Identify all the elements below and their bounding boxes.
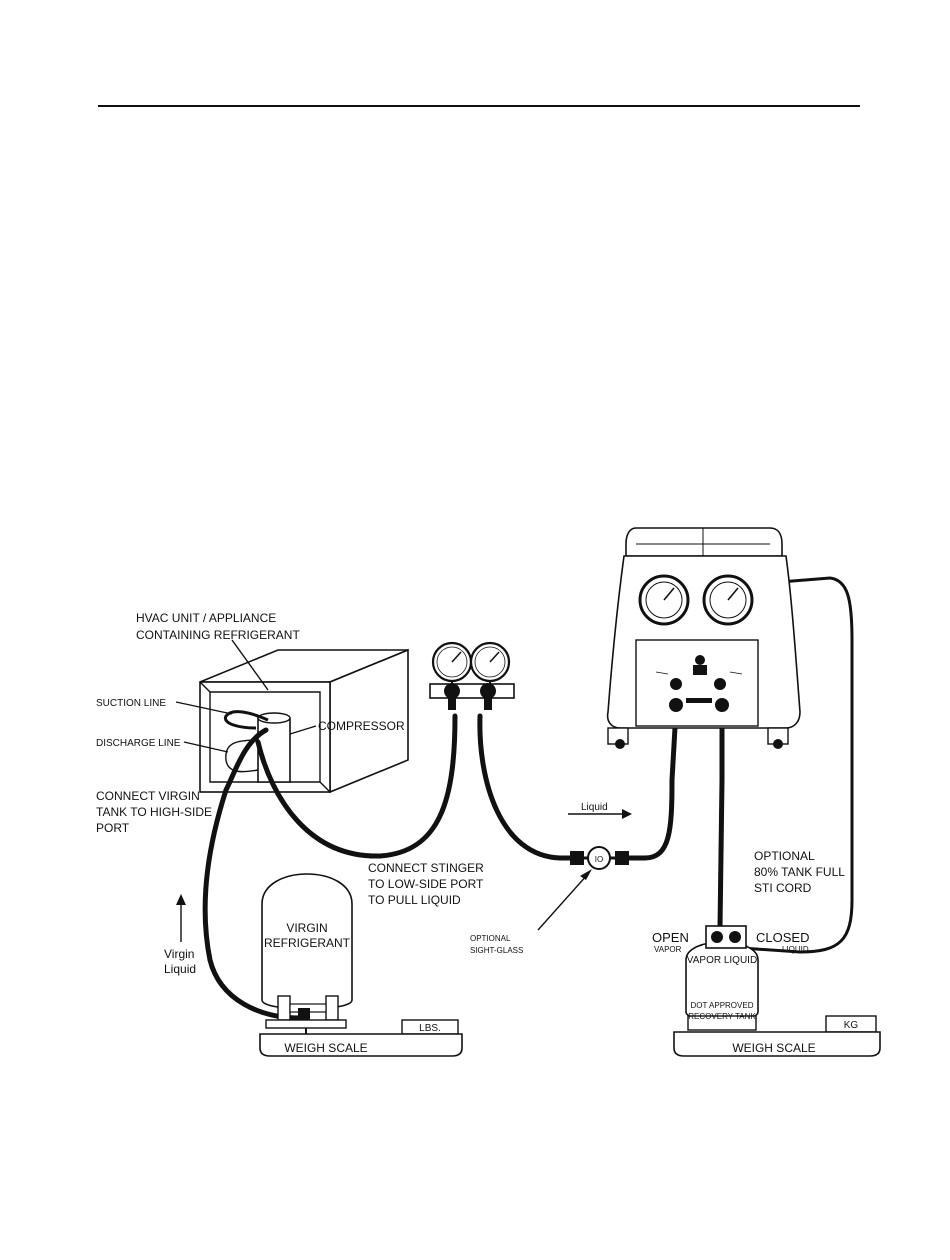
sight-glass-label-2: SIGHT-GLASS — [470, 946, 523, 955]
connect-stinger-label-3: TO PULL LIQUID — [368, 893, 461, 907]
scale-right-unit: KG — [844, 1020, 859, 1031]
vapor-label: VAPOR — [654, 945, 682, 954]
suction-line-label: SUCTION LINE — [96, 698, 166, 709]
vapor-liquid-label: VAPOR LIQUID — [687, 955, 757, 966]
virgin-tank-label-2: REFRIGERANT — [264, 936, 351, 950]
open-label: OPEN — [652, 930, 689, 945]
virgin-tank-label-1: VIRGIN — [286, 921, 327, 935]
closed-label: CLOSED — [756, 930, 809, 945]
recovery-tank — [685, 925, 759, 1031]
hose-high-side — [202, 727, 303, 1021]
compressor-label: COMPRESSOR — [318, 719, 405, 733]
connect-stinger-label-2: TO LOW-SIDE PORT — [368, 877, 484, 891]
sight-glass-label-1: OPTIONAL — [470, 934, 511, 943]
sight-glass: IO — [537, 846, 629, 931]
hose-sightglass-to-machine — [619, 707, 679, 861]
scale-left-unit: LBS. — [419, 1023, 441, 1034]
liquid-label: LIQUID — [782, 945, 809, 954]
recovery-machine[interactable] — [606, 527, 801, 749]
weigh-scale-right-label: WEIGH SCALE — [732, 1041, 815, 1055]
liquid-flow-arrow — [568, 809, 632, 819]
weigh-scale-right — [673, 1015, 881, 1057]
svg-text:IO: IO — [595, 855, 603, 864]
weigh-scale-left — [259, 1019, 463, 1057]
hose-machine-to-tank — [717, 709, 725, 931]
virgin-liquid-label-1: Virgin — [164, 947, 194, 961]
connect-stinger-label-1: CONNECT STINGER — [368, 861, 484, 875]
connect-virgin-label-1: CONNECT VIRGIN — [96, 789, 200, 803]
hvac-unit-label-2: CONTAINING REFRIGERANT — [136, 628, 300, 642]
sti-cord — [741, 576, 854, 954]
virgin-liquid-label-2: Liquid — [164, 962, 196, 976]
optional-cord-label-3: STI CORD — [754, 881, 812, 895]
header-rule — [98, 105, 860, 107]
hose-low-side — [255, 713, 458, 859]
hose-manifold-to-sightglass — [477, 713, 578, 861]
recovery-tank-label-2: RECOVERY TANK — [688, 1012, 756, 1021]
discharge-line-label: DISCHARGE LINE — [96, 738, 181, 749]
hvac-unit-label-1: HVAC UNIT / APPLIANCE — [136, 611, 276, 625]
recovery-tank-label-1: DOT APPROVED — [691, 1001, 754, 1010]
hvac-unit — [175, 639, 409, 794]
optional-cord-label-2: 80% TANK FULL — [754, 865, 845, 879]
connect-virgin-label-3: PORT — [96, 821, 130, 835]
optional-cord-label-1: OPTIONAL — [754, 849, 815, 863]
virgin-liquid-arrow — [176, 894, 186, 942]
weigh-scale-left-label: WEIGH SCALE — [284, 1041, 367, 1055]
liquid-flow-label: Liquid — [581, 802, 608, 813]
virgin-refrigerant-tank — [261, 873, 353, 1034]
connect-virgin-label-2: TANK TO HIGH-SIDE — [96, 805, 212, 819]
manifold-gauge-set[interactable] — [429, 641, 515, 710]
